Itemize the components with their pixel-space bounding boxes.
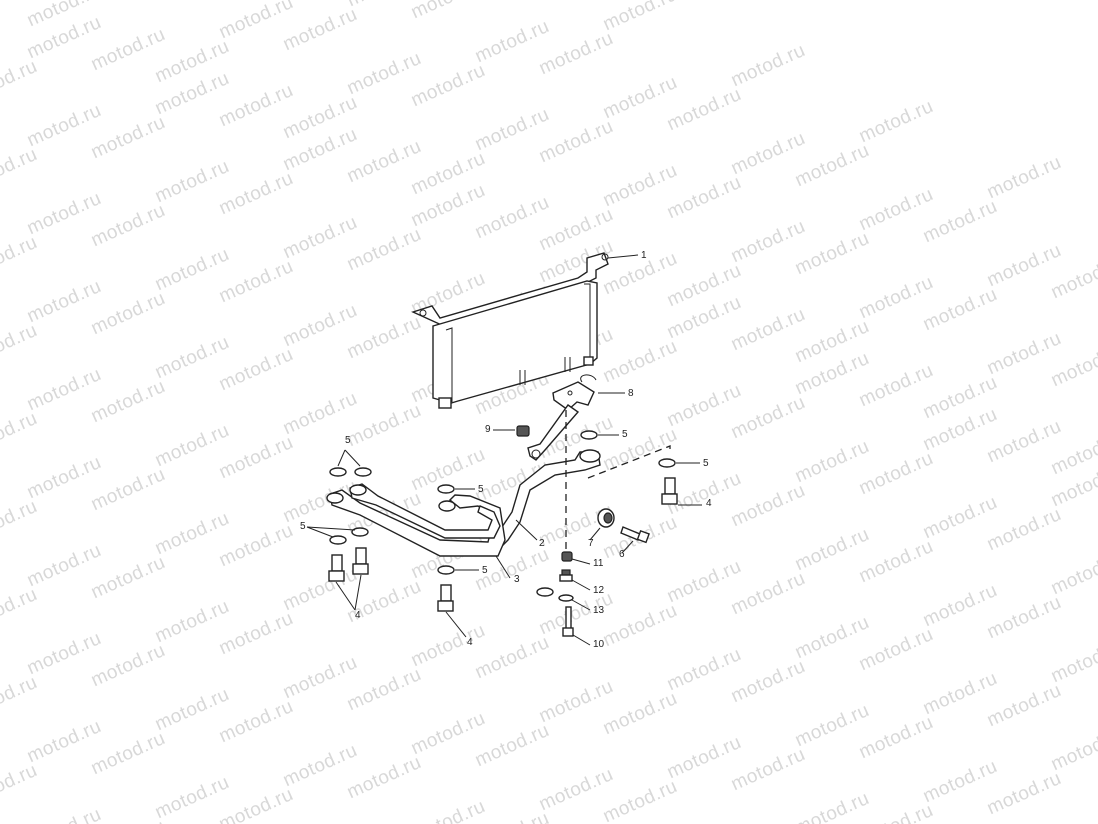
callout-c7: 7 (588, 538, 594, 549)
banjo-bolts-part-4 (328, 477, 702, 638)
callout-c6: 6 (619, 549, 625, 560)
callout-c5c: 5 (703, 458, 709, 469)
oil-pipe-part-2 (491, 404, 601, 549)
callout-c2: 2 (539, 538, 545, 549)
callout-c4c: 4 (467, 637, 473, 648)
callout-c5d: 5 (478, 484, 484, 495)
grommet-part-7 (589, 508, 615, 541)
callout-c4a: 4 (706, 498, 712, 509)
callout-c8: 8 (628, 388, 634, 399)
callout-c5a: 5 (622, 429, 628, 440)
callout-labels: 1 8 9 5 5 5 5 4 5 2 7 6 11 5 3 12 13 4 4 10 (300, 250, 712, 650)
callout-c12: 12 (593, 585, 605, 596)
callout-c10: 10 (593, 639, 605, 650)
callout-c3: 3 (514, 574, 520, 585)
drain-parts (536, 551, 591, 646)
callout-c5f: 5 (482, 565, 488, 576)
callout-c4b: 4 (355, 610, 361, 621)
bracket-part-8 (552, 374, 625, 411)
callout-c11: 11 (593, 558, 604, 569)
oil-pipe-part-3 (326, 483, 511, 579)
callout-c5e: 5 (300, 521, 306, 532)
bolt-part-6 (620, 526, 650, 554)
assembly-dashes (565, 410, 671, 550)
oil-cooler-part-1 (411, 252, 639, 409)
callout-c1: 1 (641, 250, 647, 261)
nut-part-9 (493, 425, 530, 437)
callout-c9: 9 (485, 424, 491, 435)
callout-c13: 13 (593, 605, 605, 616)
washers-part-5 (306, 430, 700, 575)
callout-c5b: 5 (345, 435, 351, 446)
